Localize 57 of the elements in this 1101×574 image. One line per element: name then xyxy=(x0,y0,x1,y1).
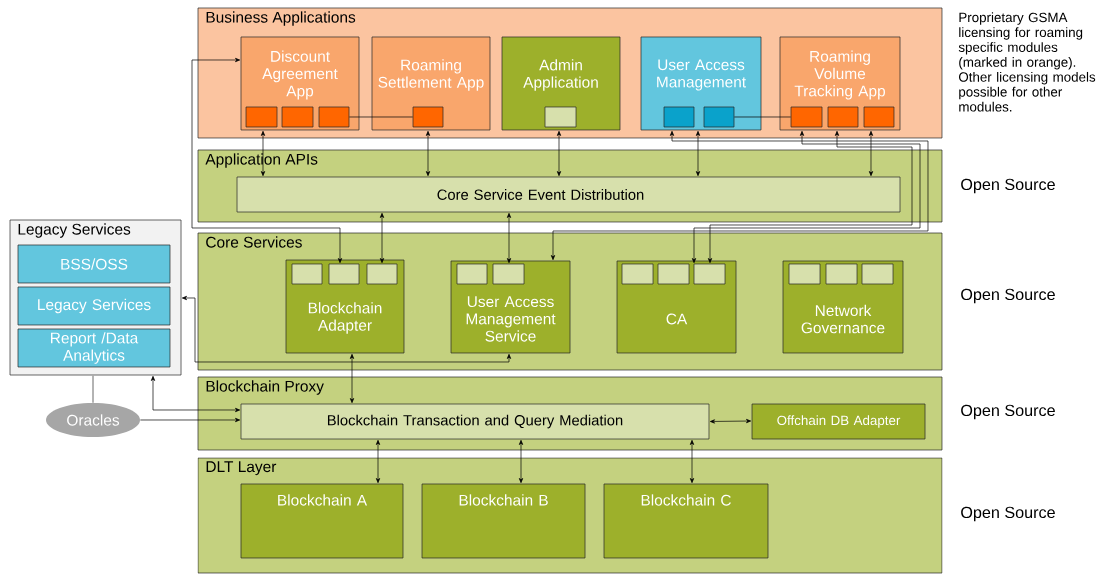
arrow xyxy=(709,418,752,424)
blockchain-box: Blockchain B xyxy=(421,483,586,559)
arrow xyxy=(695,130,701,177)
module-square xyxy=(328,263,360,285)
module-square xyxy=(456,263,488,285)
arrow xyxy=(689,439,695,484)
module-square xyxy=(703,106,735,128)
module-square xyxy=(245,106,278,128)
module-square xyxy=(663,106,695,128)
module-square xyxy=(693,263,726,285)
arrow xyxy=(868,130,874,177)
module-square xyxy=(861,263,894,285)
adapter-box: Offchain DB Adapter xyxy=(751,403,926,440)
module-square xyxy=(825,263,858,285)
module-square xyxy=(366,263,398,285)
side-label: Open Source xyxy=(961,404,1055,420)
module-square xyxy=(657,263,690,285)
module-square xyxy=(281,106,314,128)
arrow xyxy=(191,57,343,264)
side-label: Open Source xyxy=(961,288,1055,304)
note-text: Proprietary GSMA licensing for roaming specific modules (marked in orange). Other licensing models possible for other modules. xyxy=(958,12,1096,112)
app-box: Roaming Settlement App xyxy=(371,36,491,131)
module-square xyxy=(863,106,895,128)
arrow xyxy=(425,130,431,177)
service-bar: Blockchain Transaction and Query Mediation xyxy=(240,403,710,440)
service-box: BSS/OSS xyxy=(17,244,171,284)
module-square xyxy=(621,263,654,285)
module-square xyxy=(827,106,859,128)
module-square xyxy=(544,106,577,128)
arrow xyxy=(140,417,241,423)
module-square xyxy=(492,263,525,285)
side-label: Open Source xyxy=(961,506,1055,522)
arrow xyxy=(150,375,241,413)
blockchain-box: Blockchain A xyxy=(240,483,404,559)
module-square xyxy=(291,263,323,285)
arrow xyxy=(556,130,562,177)
arrow xyxy=(518,439,524,484)
connector-line xyxy=(92,374,94,404)
module-square xyxy=(412,106,444,128)
blockchain-box: Blockchain C xyxy=(603,483,769,559)
arrow xyxy=(550,130,929,261)
module-square xyxy=(318,106,350,128)
arrow xyxy=(379,212,385,264)
arrow xyxy=(182,295,512,363)
service-box: Legacy Services xyxy=(17,286,171,326)
connector-line xyxy=(349,116,413,118)
service-box: Report /Data Analytics xyxy=(17,328,171,368)
side-label: Open Source xyxy=(961,178,1055,194)
module-square xyxy=(788,263,821,285)
module-square xyxy=(790,106,823,128)
arrow xyxy=(260,130,266,177)
connector-line xyxy=(734,116,791,118)
arrow xyxy=(349,353,355,404)
arrow xyxy=(375,439,381,484)
arrow xyxy=(506,212,512,264)
service-bar: Core Service Event Distribution xyxy=(236,176,901,213)
app-box: Admin Application xyxy=(501,36,621,131)
